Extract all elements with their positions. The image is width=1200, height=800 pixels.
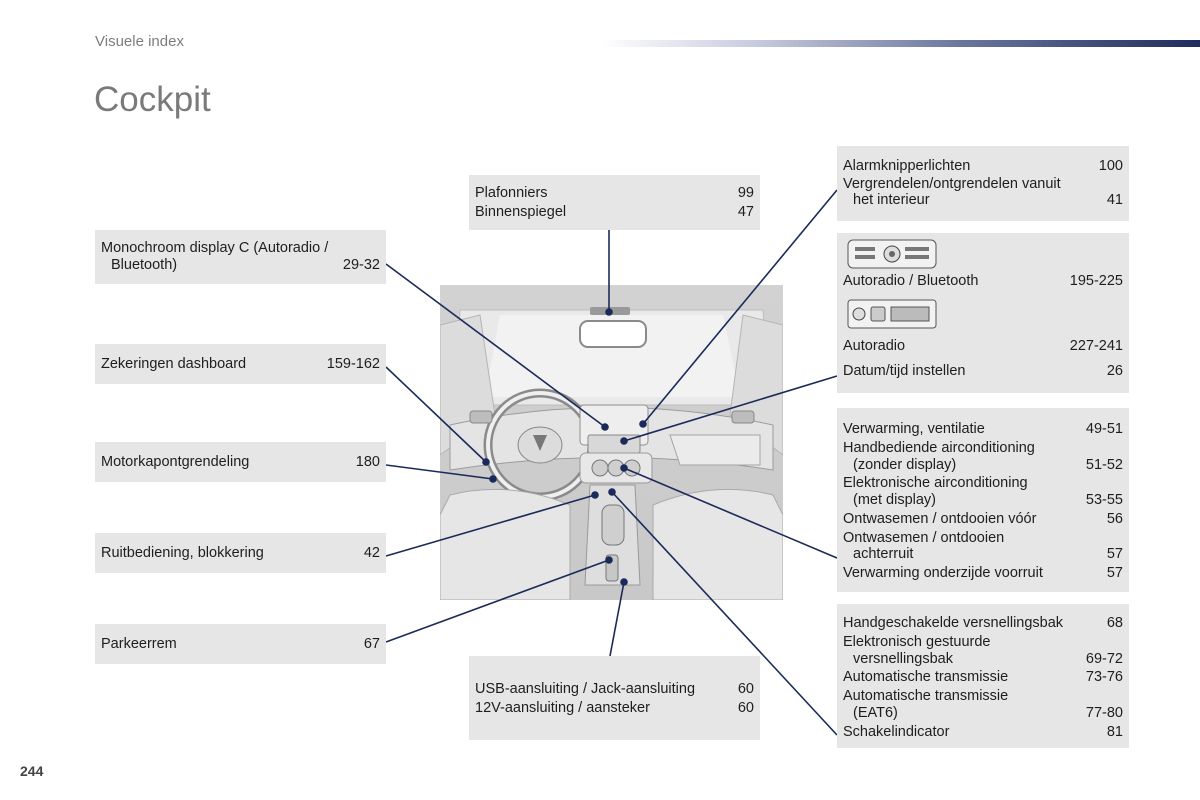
- entry-label: (met display): [853, 492, 936, 508]
- entry-label: Elektronische airconditioning: [843, 475, 1028, 491]
- entry-label: Automatische transmissie: [843, 688, 1009, 704]
- callout-ruitbediening: Ruitbediening, blokkering 42: [95, 533, 386, 573]
- section-label: Visuele index: [95, 33, 184, 50]
- entry-label: achterruit: [853, 546, 914, 562]
- entry-label: Vergrendelen/ontgrendelen vanuit: [843, 176, 1061, 192]
- entry-page: 67: [363, 636, 380, 652]
- entry-page: 99: [737, 185, 754, 201]
- callout-zekeringen: Zekeringen dashboard 159-162: [95, 344, 386, 384]
- callout-versnelling: Handgeschakelde versnellingsbak 68 Elekt…: [837, 604, 1129, 748]
- entry-page: 57: [1106, 546, 1123, 562]
- callout-plafonniers: Plafonniers 99 Binnenspiegel 47: [469, 175, 760, 230]
- entry-page: 195-225: [1069, 273, 1123, 289]
- entry-label: Verwarming, ventilatie: [843, 421, 985, 437]
- entry-page: 69-72: [1085, 651, 1123, 667]
- entry-label: Parkeerrem: [101, 636, 177, 652]
- entry-label: USB-aansluiting / Jack-aansluiting: [475, 681, 696, 697]
- cockpit-illustration: [440, 285, 783, 600]
- radio-bluetooth-icon: [847, 239, 937, 269]
- entry-label: Schakelindicator: [843, 724, 950, 740]
- entry-label: Handbediende airconditioning: [843, 440, 1035, 456]
- entry-page: 51-52: [1085, 457, 1123, 473]
- entry-label: versnellingsbak: [853, 651, 953, 667]
- entry-page: 100: [1098, 158, 1123, 174]
- entry-page: 56: [1106, 511, 1123, 527]
- entry-label: (EAT6): [853, 705, 898, 721]
- entry-page: 73-76: [1085, 669, 1123, 685]
- entry-page: 60: [737, 681, 754, 697]
- entry-page: 49-51: [1085, 421, 1123, 437]
- entry-label: het interieur: [853, 192, 930, 208]
- callout-parkeerrem: Parkeerrem 67: [95, 624, 386, 664]
- entry-label: Autoradio: [843, 338, 906, 354]
- entry-page: 180: [355, 454, 380, 470]
- entry-page: 77-80: [1085, 705, 1123, 721]
- entry-page: 47: [737, 204, 754, 220]
- entry-page: 159-162: [326, 356, 380, 372]
- entry-label: Plafonniers: [475, 185, 548, 201]
- entry-label: Ontwasemen / ontdooien: [843, 530, 1005, 546]
- entry-label: Ontwasemen / ontdooien vóór: [843, 511, 1037, 527]
- callout-monochroom-display: Monochroom display C (Autoradio / Blueto…: [95, 230, 386, 284]
- entry-label: (zonder display): [853, 457, 957, 473]
- entry-page: 227-241: [1069, 338, 1123, 354]
- entry-label: Bluetooth): [111, 257, 178, 273]
- callout-autoradio: Autoradio / Bluetooth 195-225 Autoradio …: [837, 233, 1129, 393]
- callout-motorkap: Motorkapontgrendeling 180: [95, 442, 386, 482]
- entry-page: 53-55: [1085, 492, 1123, 508]
- callout-verwarming: Verwarming, ventilatie 49-51 Handbediend…: [837, 408, 1129, 592]
- page-number: 244: [20, 763, 44, 779]
- entry-label: Datum/tijd instellen: [843, 363, 966, 379]
- entry-label: Autoradio / Bluetooth: [843, 273, 979, 289]
- entry-label: Zekeringen dashboard: [101, 356, 247, 372]
- entry-label: Monochroom display C (Autoradio /: [101, 240, 329, 256]
- entry-label: 12V-aansluiting / aansteker: [475, 700, 650, 716]
- entry-page: 60: [737, 700, 754, 716]
- entry-page: 42: [363, 545, 380, 561]
- entry-page: 81: [1106, 724, 1123, 740]
- entry-label: Automatische transmissie: [843, 669, 1009, 685]
- header-rule: [600, 40, 1200, 47]
- entry-page: 41: [1106, 192, 1123, 208]
- entry-page: 29-32: [342, 257, 380, 273]
- entry-label: Ruitbediening, blokkering: [101, 545, 264, 561]
- entry-label: Alarmknipperlichten: [843, 158, 971, 174]
- radio-icon: [847, 299, 937, 329]
- entry-page: 68: [1106, 615, 1123, 631]
- entry-page: 57: [1106, 565, 1123, 581]
- entry-page: 26: [1106, 363, 1123, 379]
- entry-label: Elektronisch gestuurde: [843, 634, 991, 650]
- entry-label: Motorkapontgrendeling: [101, 454, 250, 470]
- page-title: Cockpit: [94, 80, 211, 119]
- entry-label: Verwarming onderzijde voorruit: [843, 565, 1043, 581]
- entry-label: Binnenspiegel: [475, 204, 567, 220]
- callout-alarm: Alarmknipperlichten 100 Vergrendelen/ont…: [837, 146, 1129, 221]
- callout-usb: USB-aansluiting / Jack-aansluiting 60 12…: [469, 656, 760, 740]
- entry-label: Handgeschakelde versnellingsbak: [843, 615, 1064, 631]
